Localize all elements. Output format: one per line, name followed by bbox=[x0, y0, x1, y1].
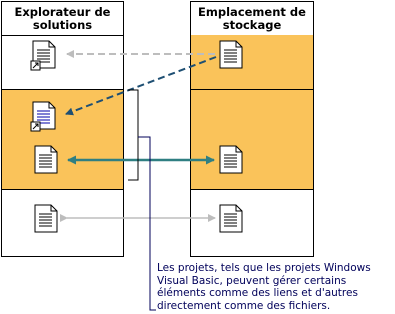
shortcut-document-icon bbox=[30, 101, 56, 132]
document-icon bbox=[34, 204, 58, 233]
link-arrow bbox=[65, 56, 217, 116]
header-line-1: Emplacement de bbox=[198, 4, 306, 19]
left-row-project-group bbox=[2, 89, 123, 189]
header-line-1: Explorateur de bbox=[14, 4, 111, 19]
right-row-2 bbox=[191, 89, 313, 189]
header-line-2: stockage bbox=[222, 17, 282, 32]
annotation-line: Visual Basic, peuvent gérer certains bbox=[157, 274, 347, 287]
right-row-3 bbox=[191, 189, 313, 256]
document-icon bbox=[219, 204, 243, 233]
document-icon bbox=[34, 145, 58, 174]
solution-explorer-header: Explorateur de solutions bbox=[2, 2, 123, 36]
document-icon bbox=[219, 145, 243, 174]
annotation-connector bbox=[138, 136, 156, 311]
right-row-1 bbox=[191, 35, 313, 89]
left-row-3 bbox=[2, 189, 123, 256]
header-line-2: solutions bbox=[32, 17, 93, 32]
annotation-line: directement comme des fichiers. bbox=[157, 299, 331, 312]
bracket bbox=[128, 89, 139, 181]
solution-explorer-column: Explorateur de solutions bbox=[1, 1, 124, 257]
annotation-line: Les projets, tels que les projets Window… bbox=[157, 262, 371, 274]
document-icon bbox=[219, 40, 243, 69]
shortcut-document-icon bbox=[30, 40, 56, 71]
annotation-line: éléments comme des liens et d'autres bbox=[157, 287, 358, 300]
annotation-text: Les projets, tels que les projets Window… bbox=[157, 262, 393, 312]
